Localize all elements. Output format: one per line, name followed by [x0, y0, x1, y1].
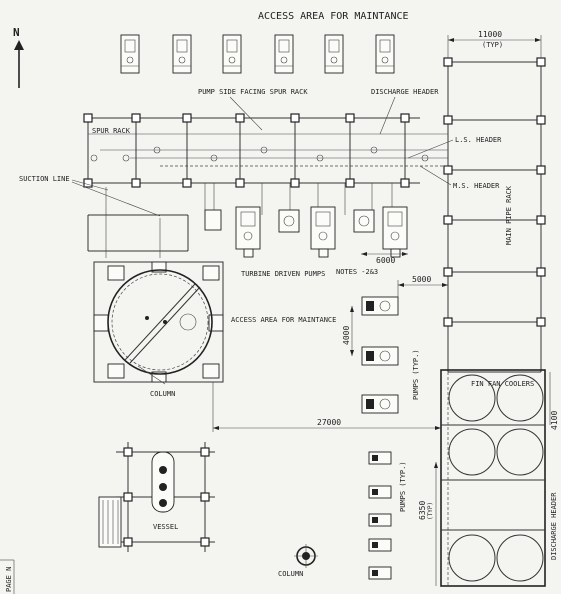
spur-rack — [83, 113, 448, 215]
dim-6000: 6000 — [376, 256, 395, 265]
dim-4000: 4000 — [342, 326, 351, 345]
suction-leader-2 — [71, 181, 161, 217]
leader-ms-header — [419, 165, 452, 186]
turbine-pump-5 — [382, 206, 408, 258]
dim-11000-line — [447, 35, 542, 58]
main-pipe-rack-label: MAIN PIPE RACK — [505, 185, 513, 245]
turbine-pump-4 — [353, 209, 375, 233]
leader-column-1 — [137, 365, 166, 385]
dim-27000: 27000 — [317, 418, 341, 427]
dim-27000-line — [212, 382, 441, 432]
spur-rack-label: SPUR RACK — [92, 127, 131, 135]
vessel-label: VESSEL — [153, 523, 178, 531]
pump-2d — [368, 538, 392, 552]
main-pipe-rack — [443, 57, 546, 373]
pump-2c — [368, 513, 392, 527]
fin-fan-coolers-label: FIN FAN COOLERS — [471, 380, 534, 388]
fin-fan-coolers — [440, 369, 546, 587]
suction-leader-1 — [71, 179, 109, 191]
pump-side-spur-rack-label: PUMP SIDE FACING SPUR RACK — [198, 88, 308, 96]
access-area-top-label: ACCESS AREA FOR MAINTANCE — [258, 11, 409, 22]
turbine-pump-1 — [235, 206, 261, 258]
dim-11000: 11000 — [478, 30, 502, 39]
top-pump-3 — [222, 34, 242, 74]
top-pump-6 — [375, 34, 395, 74]
north-arrow-icon — [14, 40, 24, 88]
leader-ls-header — [407, 139, 454, 159]
top-pump-5 — [324, 34, 344, 74]
dim-4100: 4100 — [550, 411, 559, 430]
notes-label: NOTES -2&3 — [336, 268, 378, 276]
pumps-typ-1-label: PUMPS (TYP.) — [412, 349, 420, 400]
turbine-pump-2 — [278, 209, 300, 233]
pumps-typ-2-label: PUMPS (TYP.) — [399, 461, 407, 512]
column-1-shell — [107, 269, 213, 375]
ms-header-label: M.S. HEADER — [453, 182, 500, 190]
top-pump-row — [120, 34, 395, 74]
column-2-symbol — [294, 544, 318, 568]
page-tab-label: PAGE N — [5, 567, 13, 592]
column-1-label: COLUMN — [150, 390, 175, 398]
dim-4000-line — [350, 306, 354, 356]
dim-6350: 6350 — [418, 501, 427, 520]
column-1-pad — [93, 261, 224, 383]
access-area-mid-label: ACCESS AREA FOR MAINTANCE — [231, 316, 336, 324]
pump-2a — [368, 451, 392, 465]
discharge-header-top-label: DISCHARGE HEADER — [371, 88, 439, 96]
top-pump-4 — [274, 34, 294, 74]
ls-header-label: L.S. HEADER — [455, 136, 502, 144]
pump-2b — [368, 485, 392, 499]
pump-group-2 — [368, 451, 392, 580]
dim-6350-line — [434, 462, 438, 586]
top-pump-2 — [172, 34, 192, 74]
pump-1c — [361, 394, 399, 414]
pump-2e — [368, 566, 392, 580]
turbine-pumps — [204, 206, 408, 258]
turbine-driven-pumps-label: TURBINE DRIVEN PUMPS — [241, 270, 325, 278]
pump-1b — [361, 346, 399, 366]
turbine-pump-3 — [310, 206, 336, 258]
suction-line-pipe — [87, 187, 189, 258]
column-2-label: COLUMN — [278, 570, 303, 578]
leader-discharge-header — [379, 96, 396, 135]
dim-6350-typ: (TYP) — [427, 502, 434, 520]
dim-6000-line — [361, 252, 408, 256]
leader-spur-rack — [229, 96, 263, 131]
dim-5000-line — [397, 280, 448, 297]
dim-5000: 5000 — [412, 275, 431, 284]
vessel-structure — [98, 442, 215, 552]
top-pump-1 — [120, 34, 140, 74]
suction-line-label: SUCTION LINE — [19, 175, 70, 183]
pump-group-1 — [361, 296, 399, 414]
discharge-header-right-label: DISCHARGE HEADER — [550, 492, 558, 560]
north-label: N — [13, 26, 20, 39]
pump-1a — [361, 296, 399, 316]
dim-11000-typ: (TYP) — [482, 41, 503, 49]
turbine-pump-6 — [204, 209, 222, 231]
